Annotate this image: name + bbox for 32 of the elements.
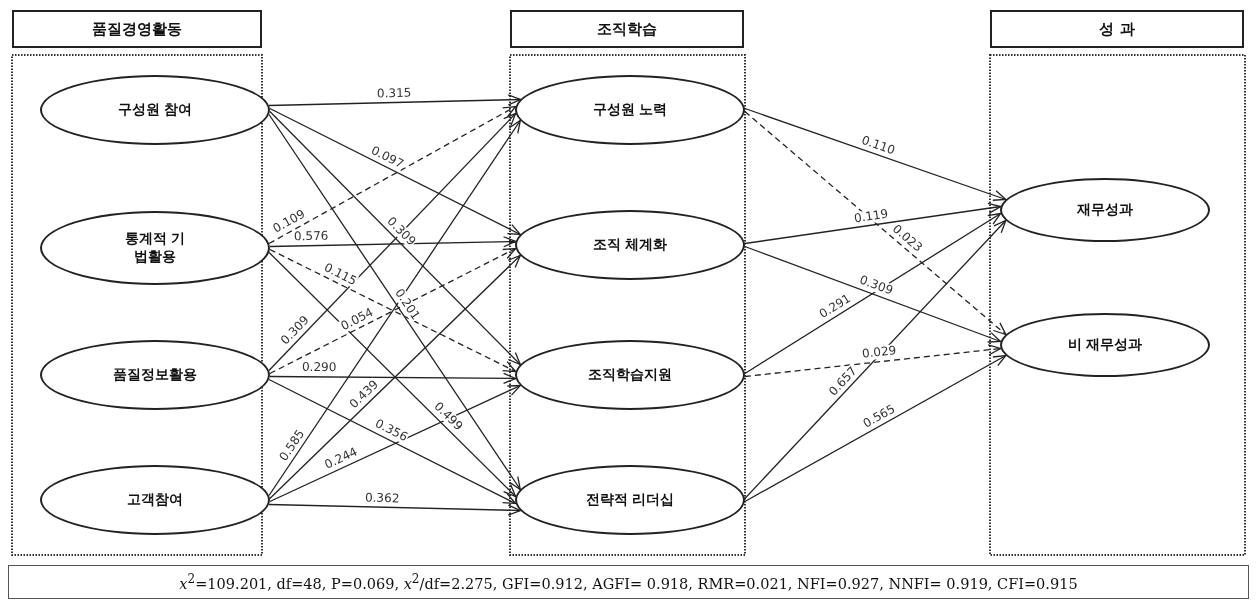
edge-label: 0.315 [376,86,413,101]
header-box: 품질경영활동 [12,10,262,48]
ellipse-node: 고객참여 [40,465,270,535]
arrow [268,503,521,516]
edge-label: 0.576 [293,229,330,244]
ellipse-node: 비 재무성과 [1000,313,1210,377]
edge-label: 0.119 [852,207,891,226]
arrow [744,110,1007,336]
ellipse-node: 전략적 리더십 [515,465,745,535]
arrow [744,245,1002,343]
ellipse-node: 구성원 참여 [40,75,270,145]
ellipse-node: 구성원 노력 [515,75,745,145]
edge-label: 0.290 [301,361,338,375]
arrow [744,219,1007,500]
arrow [744,212,1002,375]
ellipse-node: 조직 체계화 [515,210,745,280]
arrow [744,202,1002,245]
arrow [269,236,517,248]
fit-statistics: x$^{2}$=109.201, df=48, P=0.069, x$^{2}$/df=2.275, GFI=0.912, AGFI= 0.918, RMR=0.021, NFI=0.927, NNFI= 0.919, CFI=0.915 [8,565,1249,599]
header-box: 조직학습 [510,10,744,48]
arrow [744,354,1007,503]
ellipse-node: 품질정보활용 [40,340,270,410]
arrow [269,372,517,385]
arrow [744,107,1007,201]
header-box: 성 과 [990,10,1244,48]
edge-label: 0.362 [364,491,401,506]
arrow [744,344,1002,378]
arrow [268,94,521,107]
ellipse-node: 통계적 기법활용 [40,211,270,285]
edge-label: 0.029 [860,344,899,362]
ellipse-node: 조직학습지원 [515,340,745,410]
ellipse-node: 재무성과 [1000,178,1210,242]
